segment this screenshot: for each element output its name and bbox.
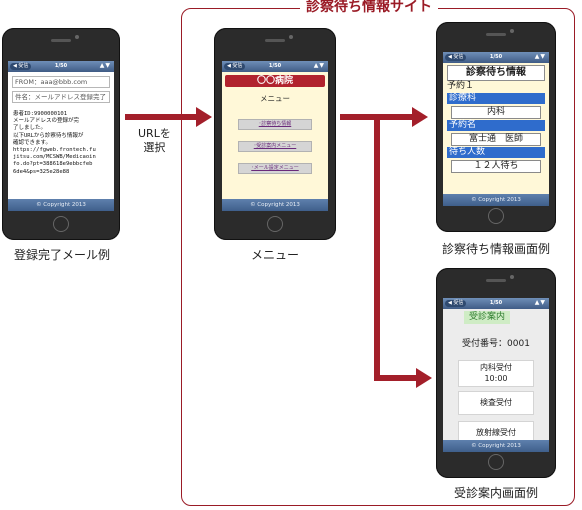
phone-speaker	[486, 33, 506, 36]
reception-screen: ◀ 受信 1/50 ▲▼ 受診案内 受付番号：0001 内科受付 10:00 検…	[443, 298, 549, 452]
department-value: 内科	[451, 106, 541, 119]
footer-copyright: © Copyright 2013	[443, 440, 549, 452]
reception-box-internal-label: 内科受付	[480, 363, 512, 372]
phone-wait-info: ◀ 受信 1/50 ▲▼ 診察待ち情報 予約１ 診療科 内科 予約名 富士通 医…	[436, 22, 556, 232]
back-button[interactable]: ◀ 受信	[224, 63, 246, 70]
waiting-count-value: １２人待ち	[451, 160, 541, 173]
nav-arrows-icon[interactable]: ▲▼	[534, 299, 546, 306]
phone-camera	[289, 35, 293, 39]
page-indicator: 1/50	[268, 63, 282, 69]
wait-topbar: ◀ 受信 1/50 ▲▼	[443, 52, 549, 63]
menu-screen: ◀ 受信 1/50 ▲▼ 〇〇病院 メニュー ･診察待ち情報 ･受診案内メニュー…	[222, 61, 328, 211]
doctor-header: 予約名	[447, 120, 545, 131]
phone-camera	[510, 29, 514, 33]
page-indicator: 1/50	[489, 300, 503, 306]
wait-screen: ◀ 受信 1/50 ▲▼ 診察待ち情報 予約１ 診療科 内科 予約名 富士通 医…	[443, 52, 549, 206]
mail-from: FROM：aaa@bbb.com	[12, 76, 110, 88]
footer-copyright: © Copyright 2013	[222, 199, 328, 211]
doctor-value: 富士通 医師	[451, 133, 541, 146]
page-indicator: 1/50	[489, 54, 503, 60]
home-button[interactable]	[53, 216, 69, 232]
phone-camera	[75, 35, 79, 39]
menu-background	[222, 72, 328, 199]
reception-number: 受付番号：0001	[462, 339, 530, 349]
nav-arrows-icon[interactable]: ▲▼	[534, 53, 546, 60]
home-button[interactable]	[267, 216, 283, 232]
nav-arrows-icon[interactable]: ▲▼	[313, 62, 325, 69]
hospital-name: 〇〇病院	[225, 75, 325, 87]
phone-menu: ◀ 受信 1/50 ▲▼ 〇〇病院 メニュー ･診察待ち情報 ･受診案内メニュー…	[214, 28, 336, 240]
arrow-head-menu	[196, 107, 212, 127]
arrow-branch-down	[374, 117, 380, 381]
arrow-label-line1: URLを	[138, 127, 171, 140]
footer-copyright: © Copyright 2013	[8, 199, 114, 211]
home-button[interactable]	[488, 454, 504, 470]
menu-item-mail-settings[interactable]: ･メール設定メニュー	[238, 163, 312, 174]
arrow-label: URLを 選択	[138, 127, 171, 155]
phone-mail: ◀ 受信 1/50 ▲▼ FROM：aaa@bbb.com 件名：メールアドレス…	[2, 28, 120, 240]
wait-caption: 診察待ち情報画面例	[441, 242, 550, 256]
back-button[interactable]: ◀ 受信	[10, 63, 32, 70]
mail-caption: 登録完了メール例	[13, 248, 110, 262]
waiting-count-header: 待ち人数	[447, 147, 545, 158]
arrow-mail-to-menu	[125, 114, 199, 120]
mail-screen: ◀ 受信 1/50 ▲▼ FROM：aaa@bbb.com 件名：メールアドレス…	[8, 61, 114, 211]
page-indicator: 1/50	[54, 63, 68, 69]
mail-body[interactable]: 患者ID:9900000101 メールアドレスの登録が完 了しました。 以下UR…	[13, 111, 96, 175]
menu-caption: メニュー	[250, 248, 299, 262]
reservation-label: 予約１	[447, 81, 475, 91]
wait-title: 診察待ち情報	[447, 65, 545, 81]
arrow-label-line2: 選択	[143, 141, 166, 154]
mail-topbar: ◀ 受信 1/50 ▲▼	[8, 61, 114, 72]
reception-topbar: ◀ 受信 1/50 ▲▼	[443, 298, 549, 309]
home-button[interactable]	[488, 208, 504, 224]
reception-box-exam[interactable]: 検査受付	[458, 391, 534, 415]
arrow-to-reception	[374, 375, 418, 381]
footer-copyright: © Copyright 2013	[443, 194, 549, 206]
phone-reception: ◀ 受信 1/50 ▲▼ 受診案内 受付番号：0001 内科受付 10:00 検…	[436, 268, 556, 478]
menu-topbar: ◀ 受信 1/50 ▲▼	[222, 61, 328, 72]
phone-speaker	[486, 279, 506, 282]
menu-item-reception[interactable]: ･受診案内メニュー	[238, 141, 312, 152]
menu-item-wait-info[interactable]: ･診察待ち情報	[238, 119, 312, 130]
phone-speaker	[265, 39, 285, 42]
back-button[interactable]: ◀ 受信	[445, 300, 467, 307]
mail-subject: 件名：メールアドレス登録完了	[12, 91, 110, 103]
arrow-head-wait	[412, 107, 428, 127]
reception-box-internal-time: 10:00	[484, 374, 508, 383]
site-title: 診察待ち情報サイト	[300, 0, 438, 16]
reception-box-internal[interactable]: 内科受付 10:00	[458, 360, 534, 387]
nav-arrows-icon[interactable]: ▲▼	[99, 62, 111, 69]
menu-heading: メニュー	[260, 94, 290, 103]
department-header: 診療科	[447, 93, 545, 104]
phone-speaker	[51, 39, 71, 42]
phone-camera	[510, 275, 514, 279]
arrow-head-reception	[416, 368, 432, 388]
back-button[interactable]: ◀ 受信	[445, 54, 467, 61]
reception-tag: 受診案内	[464, 311, 511, 324]
reception-caption: 受診案内画面例	[453, 486, 538, 500]
